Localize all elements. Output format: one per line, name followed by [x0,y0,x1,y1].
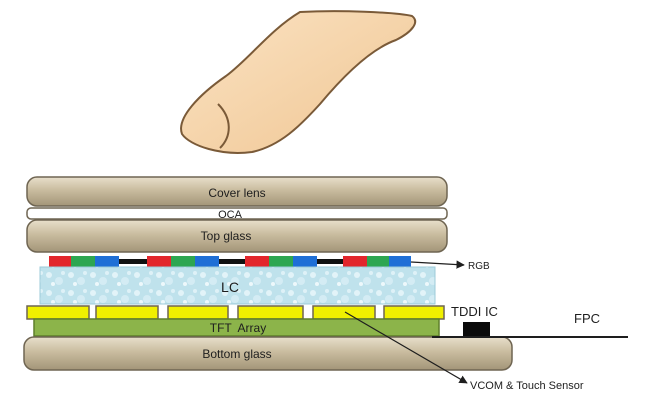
rgb-label: RGB [468,261,490,272]
bottom-glass-layer: Bottom glass [23,336,513,371]
top-glass-layer: Top glass [26,219,448,253]
rgb-callout-arrow [410,260,465,269]
cover-lens-label: Cover lens [208,186,265,200]
tft-array-layer: TFT Array [33,318,440,337]
oca-label: OCA [218,209,243,221]
oca-layer: OCA [26,207,448,221]
bottom-glass-label: Bottom glass [202,347,271,361]
cover-lens-layer: Cover lens [26,176,448,207]
fpc-label: FPC [574,311,600,326]
lc-label: LC [221,279,239,295]
vcom-touch-sensor-label: VCOM & Touch Sensor [470,380,584,392]
tft-array-label: TFT Array [210,321,266,335]
rgb-color-filter [49,256,411,267]
lc-layer: LC [39,266,436,305]
vcom-callout-arrow [344,311,468,384]
tddi-ic-label: TDDI IC [451,304,498,319]
tddi-ic-chip [463,322,490,337]
top-glass-label: Top glass [201,229,252,243]
vcom-touch-sensor-electrodes [26,305,445,320]
finger-icon [180,10,417,154]
